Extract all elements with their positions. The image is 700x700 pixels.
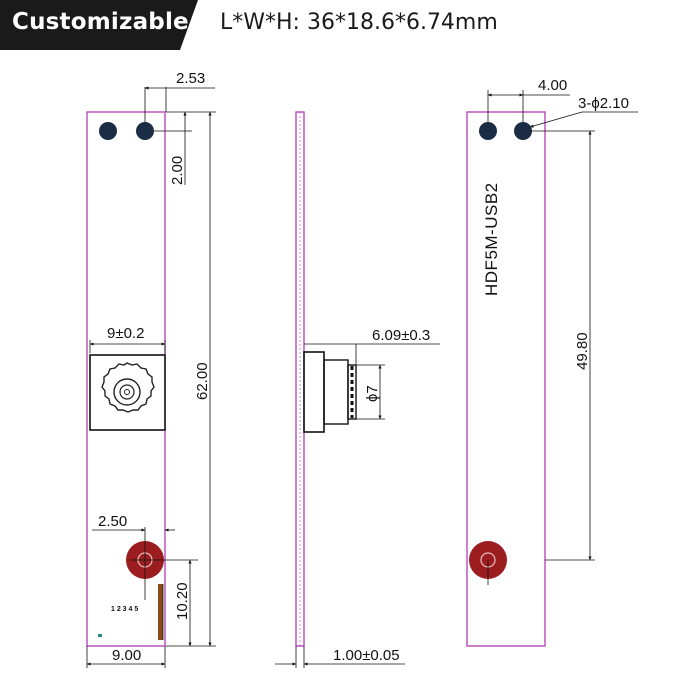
dim-bottom-section: 10.20	[174, 582, 191, 620]
dim-top-hole-offset: 2.53	[176, 70, 205, 87]
dim-board-length: 62.00	[194, 362, 211, 400]
front-lens-ring	[101, 362, 155, 413]
back-view: 4.00 3-ϕ2.10 HDF5M-USB2 49.80	[466, 77, 638, 647]
front-lens-housing	[89, 354, 166, 431]
front-connector	[158, 584, 163, 640]
side-lens-base	[303, 351, 325, 433]
dim-hole-distance: 49.80	[574, 332, 591, 370]
back-top-hole-right	[514, 122, 532, 140]
front-view: 2.53 2.00 9±0.2 62.00 2.50 10.20	[86, 70, 216, 668]
front-lens-inner	[113, 378, 141, 406]
badge-text: Customizable	[12, 9, 189, 35]
front-top-hole-left	[99, 122, 117, 140]
dim-lens-diameter: ϕ7	[364, 385, 381, 402]
dims-value: 36*18.6*6.74mm	[306, 10, 498, 35]
front-silk-text: 1 2 3 4 5	[111, 606, 138, 613]
back-top-hole-left	[479, 122, 497, 140]
badge-background	[0, 0, 198, 50]
dims-label: L*W*H:	[220, 10, 300, 35]
side-view: 6.09±0.3 ϕ7 1.00±0.05	[275, 111, 440, 668]
dimensions-line: L*W*H: 36*18.6*6.74mm	[220, 10, 498, 35]
dim-lens-width: 9±0.2	[107, 325, 144, 342]
dim-bottom-hole-offset: 2.50	[98, 513, 127, 530]
dim-top-hole-spacing: 2.00	[169, 156, 186, 185]
dim-lens-height: 6.09±0.3	[372, 327, 430, 344]
back-board-outline	[466, 111, 546, 647]
front-top-hole-right	[136, 122, 154, 140]
dim-board-width: 9.00	[112, 647, 141, 664]
back-model-label: HDF5M-USB2	[482, 182, 501, 296]
front-small-marker	[98, 634, 102, 637]
header-badge: Customizable	[0, 0, 198, 50]
dim-hole-spec: 3-ϕ2.10	[578, 95, 629, 112]
dim-back-hole-spacing: 4.00	[538, 77, 567, 94]
dim-pcb-thickness: 1.00±0.05	[333, 647, 400, 664]
side-lens-barrel	[323, 359, 349, 425]
